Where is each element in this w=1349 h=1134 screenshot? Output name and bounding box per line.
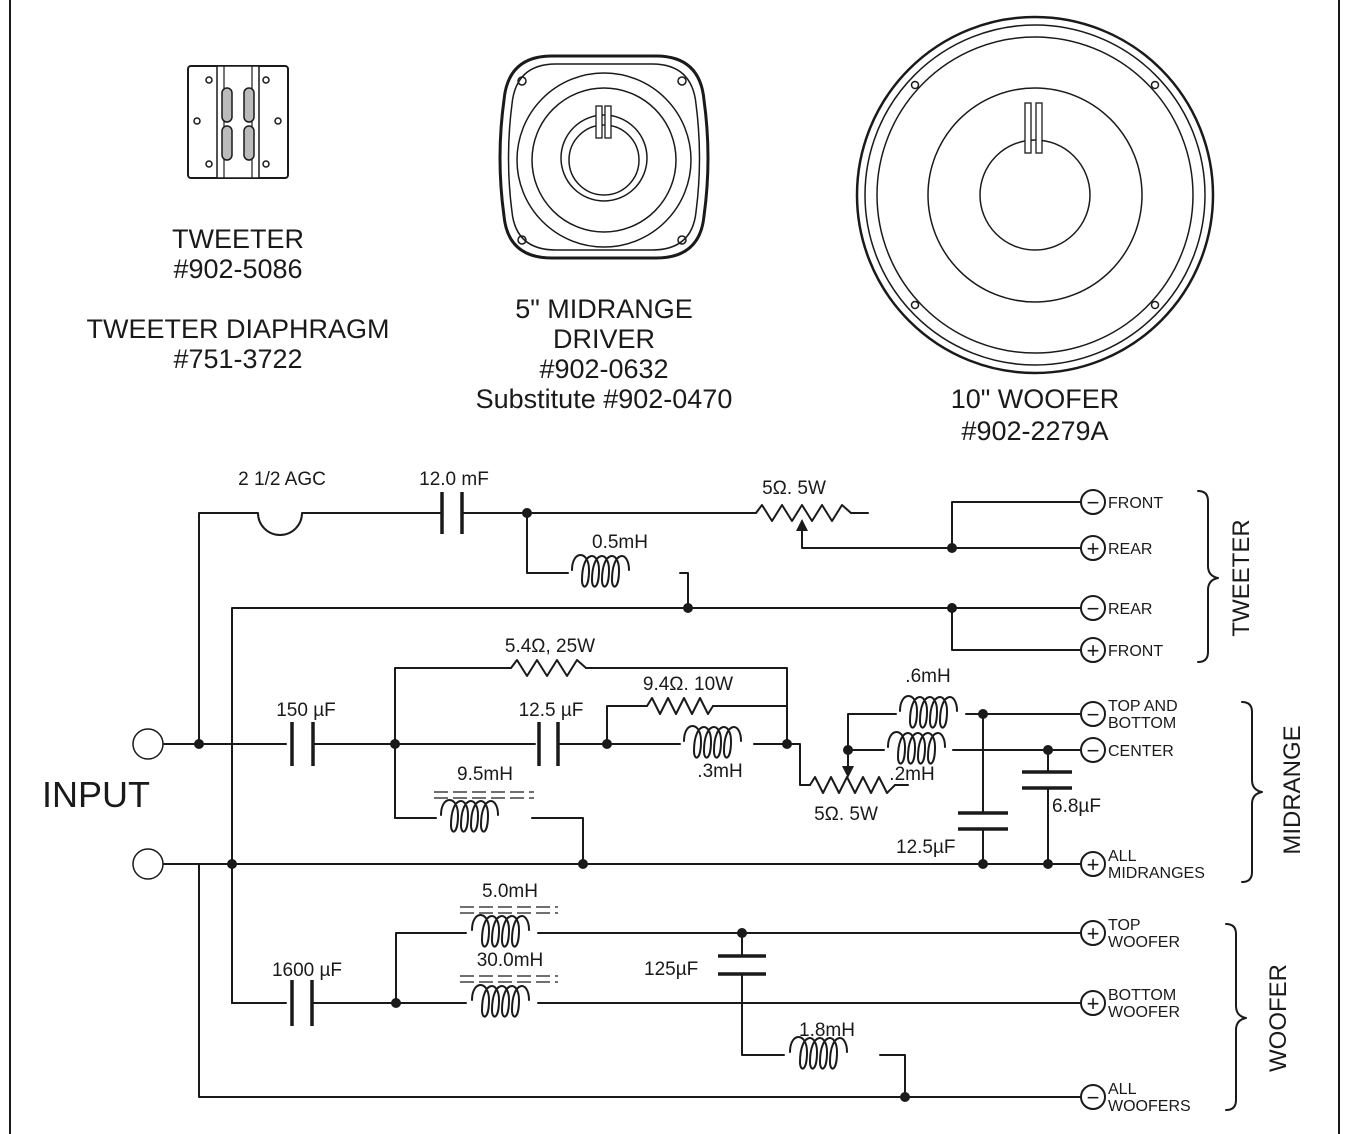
input-label: INPUT bbox=[42, 774, 150, 815]
terminal-tweeter-rear-pos[interactable]: + REAR bbox=[1080, 535, 1152, 561]
svg-text:REAR: REAR bbox=[1108, 601, 1152, 618]
schematic-wires bbox=[163, 492, 1081, 1098]
svg-text:ALL: ALL bbox=[1108, 1081, 1137, 1098]
inductor-0-2mh bbox=[887, 731, 946, 765]
svg-text:WOOFERS: WOOFERS bbox=[1108, 1098, 1191, 1115]
inductor-0-3mh bbox=[683, 725, 742, 759]
inductor-0-5mh bbox=[571, 554, 630, 588]
svg-text:TOP AND: TOP AND bbox=[1108, 698, 1178, 715]
svg-text:BOTTOM: BOTTOM bbox=[1108, 715, 1176, 732]
label-c-mid-2: 12.5 µF bbox=[519, 700, 584, 721]
terminal-tweeter-rear-neg[interactable]: − REAR bbox=[1080, 595, 1152, 621]
svg-text:+: + bbox=[1087, 638, 1100, 663]
svg-text:+: + bbox=[1087, 536, 1100, 561]
svg-text:REAR: REAR bbox=[1108, 541, 1152, 558]
svg-text:−: − bbox=[1087, 596, 1100, 621]
svg-text:−: − bbox=[1087, 702, 1100, 727]
terminal-midrange-all[interactable]: + ALL MIDRANGES bbox=[1080, 848, 1205, 882]
midrange-driver-drawing bbox=[498, 54, 710, 260]
svg-text:TOP: TOP bbox=[1108, 917, 1141, 934]
label-l-tweeter: 0.5mH bbox=[592, 532, 648, 553]
potentiometer-tweeter bbox=[755, 504, 852, 541]
label-pot-mid: 5Ω. 5W bbox=[814, 804, 878, 825]
input-terminal-top[interactable] bbox=[132, 728, 164, 760]
svg-text:ALL: ALL bbox=[1108, 848, 1137, 865]
tweeter-diaphragm-title: TWEETER DIAPHRAGM bbox=[86, 314, 389, 344]
midrange-part-number: #902-0632 bbox=[539, 354, 668, 384]
inductor-0-6mh bbox=[899, 695, 958, 729]
inductor-30-0mh bbox=[471, 984, 530, 1018]
terminal-midrange-center[interactable]: − CENTER bbox=[1080, 737, 1174, 763]
brace-midrange bbox=[1241, 701, 1263, 883]
woofer-drawing bbox=[855, 15, 1215, 375]
terminal-tweeter-front-pos[interactable]: + FRONT bbox=[1080, 637, 1163, 663]
brace-woofer bbox=[1225, 923, 1247, 1111]
iron-core-lines bbox=[434, 791, 558, 983]
group-label-midrange: MIDRANGE bbox=[1279, 725, 1306, 854]
label-l-woof-30: 30.0mH bbox=[477, 950, 544, 971]
brace-tweeter bbox=[1197, 490, 1219, 663]
svg-text:+: + bbox=[1087, 852, 1100, 877]
label-c-mid-in: 150 µF bbox=[276, 700, 336, 721]
label-r-mid-top: 5.4Ω, 25W bbox=[505, 636, 595, 657]
label-fuse: 2 1/2 AGC bbox=[238, 469, 326, 490]
label-l-mid-02: .2mH bbox=[889, 764, 934, 785]
potentiometer-midrange bbox=[809, 766, 896, 794]
svg-text:−: − bbox=[1087, 738, 1100, 763]
label-c-woof-125: 125µF bbox=[644, 959, 698, 980]
svg-text:CENTER: CENTER bbox=[1108, 743, 1174, 760]
resistor-9-4ohm bbox=[646, 697, 714, 715]
label-c-woof-in: 1600 µF bbox=[272, 960, 342, 981]
tweeter-drawing bbox=[187, 65, 289, 179]
label-c-mid-125: 12.5µF bbox=[896, 837, 956, 858]
midrange-title-line1: 5" MIDRANGE bbox=[515, 294, 693, 324]
woofer-part-number: #902-2279A bbox=[961, 416, 1108, 446]
group-label-woofer: WOOFER bbox=[1265, 964, 1292, 1072]
svg-text:+: + bbox=[1087, 921, 1100, 946]
terminal-midrange-top-bottom[interactable]: − TOP AND BOTTOM bbox=[1080, 698, 1178, 732]
terminal-woofer-top[interactable]: + TOP WOOFER bbox=[1080, 917, 1180, 951]
woofer-title: 10" WOOFER bbox=[951, 384, 1120, 414]
label-l-mid-03: .3mH bbox=[697, 761, 742, 782]
svg-text:FRONT: FRONT bbox=[1108, 495, 1163, 512]
tweeter-part-number: #902-5086 bbox=[173, 254, 302, 284]
svg-text:−: − bbox=[1087, 490, 1100, 515]
group-label-tweeter: TWEETER bbox=[1228, 519, 1255, 636]
resistor-5-4ohm bbox=[510, 659, 587, 677]
terminal-tweeter-front-neg[interactable]: − FRONT bbox=[1080, 489, 1163, 515]
label-l-mid-95: 9.5mH bbox=[457, 764, 513, 785]
svg-text:WOOFER: WOOFER bbox=[1108, 934, 1180, 951]
svg-text:−: − bbox=[1087, 1085, 1100, 1110]
svg-text:FRONT: FRONT bbox=[1108, 643, 1163, 660]
svg-text:MIDRANGES: MIDRANGES bbox=[1108, 865, 1205, 882]
terminal-woofer-all[interactable]: − ALL WOOFERS bbox=[1080, 1081, 1191, 1115]
svg-text:+: + bbox=[1087, 991, 1100, 1016]
label-l-mid-06: .6mH bbox=[905, 666, 950, 687]
inductor-5-0mh bbox=[471, 914, 530, 948]
svg-text:WOOFER: WOOFER bbox=[1108, 1004, 1180, 1021]
inductor-9-5mh bbox=[440, 799, 499, 833]
tweeter-title: TWEETER bbox=[172, 224, 304, 254]
terminal-woofer-bottom[interactable]: + BOTTOM WOOFER bbox=[1080, 987, 1180, 1021]
midrange-substitute-part: Substitute #902-0470 bbox=[476, 384, 733, 414]
label-c-mid-68: 6.8µF bbox=[1052, 796, 1101, 817]
label-l-woof-18: 1.8mH bbox=[799, 1020, 855, 1041]
svg-text:BOTTOM: BOTTOM bbox=[1108, 987, 1176, 1004]
inductor-1-8mh bbox=[789, 1036, 848, 1070]
midrange-title-line2: DRIVER bbox=[553, 324, 655, 354]
junction-dots bbox=[194, 508, 1053, 1102]
label-l-woof-5: 5.0mH bbox=[482, 881, 538, 902]
input-terminal-bottom[interactable] bbox=[132, 848, 164, 880]
label-r-mid-2: 9.4Ω. 10W bbox=[643, 674, 733, 695]
label-pot-tweeter: 5Ω. 5W bbox=[762, 478, 826, 499]
tweeter-diaphragm-part-number: #751-3722 bbox=[173, 344, 302, 374]
label-c-tweeter: 12.0 mF bbox=[419, 469, 489, 490]
